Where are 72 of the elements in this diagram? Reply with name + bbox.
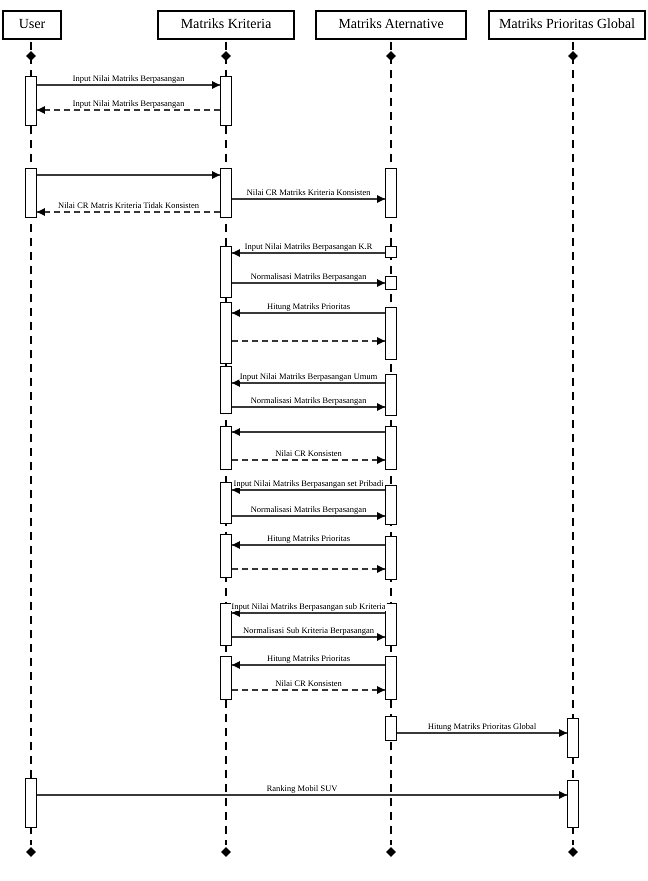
message-arrow — [232, 661, 385, 669]
message-label: Hitung Matriks Prioritas — [266, 301, 352, 311]
participant-box: Matriks Aternative — [315, 10, 467, 40]
message-label: Hitung Matriks Prioritas — [266, 533, 352, 543]
message-label: Nilai CR Konsisten — [274, 448, 343, 458]
activation-bar — [385, 426, 397, 470]
message-label: Hitung Matriks Prioritas — [266, 653, 352, 663]
participant-box: Matriks Kriteria — [157, 10, 295, 40]
message-label: Input Nilai Matriks Berpasangan set Pribadi — [232, 478, 384, 488]
activation-bar — [220, 656, 232, 700]
activation-bar — [567, 780, 579, 828]
activation-bar — [220, 302, 232, 364]
message-arrow — [232, 337, 385, 345]
activation-bar — [385, 307, 397, 360]
message-arrow — [37, 171, 220, 179]
message-arrow — [232, 403, 385, 411]
activation-bar — [220, 534, 232, 578]
participant-box: Matriks Prioritas Global — [488, 10, 646, 40]
activation-bar — [220, 168, 232, 218]
message-label: Normalisasi Matriks Berpasangan — [250, 504, 368, 514]
activation-bar — [25, 778, 37, 828]
message-arrow — [232, 633, 385, 641]
message-arrow — [232, 428, 385, 436]
message-arrow — [232, 279, 385, 287]
message-arrow — [232, 541, 385, 549]
message-label: Input Nilai Matriks Berpasangan Umum — [238, 371, 378, 381]
message-arrow — [232, 486, 385, 494]
message-label: Input Nilai Matriks Berpasangan — [72, 98, 186, 108]
message-arrow — [232, 565, 385, 573]
message-label: Input Nilai Matriks Berpasangan — [72, 73, 186, 83]
message-arrow — [232, 456, 385, 464]
message-label: Normalisasi Matriks Berpasangan — [250, 395, 368, 405]
message-arrow — [232, 609, 385, 617]
activation-bar — [220, 482, 232, 524]
message-label: Nilai CR Matriks Kriteria Konsisten — [246, 187, 372, 197]
message-label: Ranking Mobil SUV — [266, 783, 338, 793]
message-arrow — [232, 309, 385, 317]
activation-bar — [385, 485, 397, 525]
activation-bar — [220, 426, 232, 470]
message-arrow — [232, 249, 385, 257]
activation-bar — [385, 246, 397, 258]
activation-bar — [385, 168, 397, 218]
activation-bar — [25, 76, 37, 126]
message-arrow — [37, 791, 567, 799]
activation-bar — [385, 716, 397, 741]
message-arrow — [37, 106, 220, 114]
message-arrow — [37, 208, 220, 216]
activation-bar — [385, 603, 397, 646]
message-arrow — [232, 512, 385, 520]
participant-box: User — [2, 10, 62, 40]
message-label: Nilai CR Konsisten — [274, 678, 343, 688]
message-label: Nilai CR Matris Kriteria Tidak Konsisten — [57, 200, 200, 210]
message-label: Input Nilai Matriks Berpasangan K.R — [244, 241, 374, 251]
message-label: Normalisasi Matriks Berpasangan — [250, 271, 368, 281]
activation-bar — [220, 366, 232, 414]
message-arrow — [232, 195, 385, 203]
message-label: Normalisasi Sub Kriteria Berpasangan — [242, 625, 375, 635]
message-label: Input Nilai Matriks Berpasangan sub Kriteria — [230, 601, 387, 611]
activation-bar — [567, 718, 579, 758]
message-arrow — [397, 729, 567, 737]
message-arrow — [37, 81, 220, 89]
activation-bar — [220, 246, 232, 298]
activation-bar — [220, 76, 232, 126]
activation-bar — [385, 536, 397, 580]
activation-bar — [385, 374, 397, 416]
activation-bar — [220, 603, 232, 646]
activation-bar — [385, 656, 397, 700]
message-label: Hitung Matriks Prioritas Global — [426, 721, 538, 731]
message-arrow — [232, 686, 385, 694]
activation-bar — [25, 168, 37, 218]
activation-bar — [385, 276, 397, 290]
message-arrow — [232, 379, 385, 387]
